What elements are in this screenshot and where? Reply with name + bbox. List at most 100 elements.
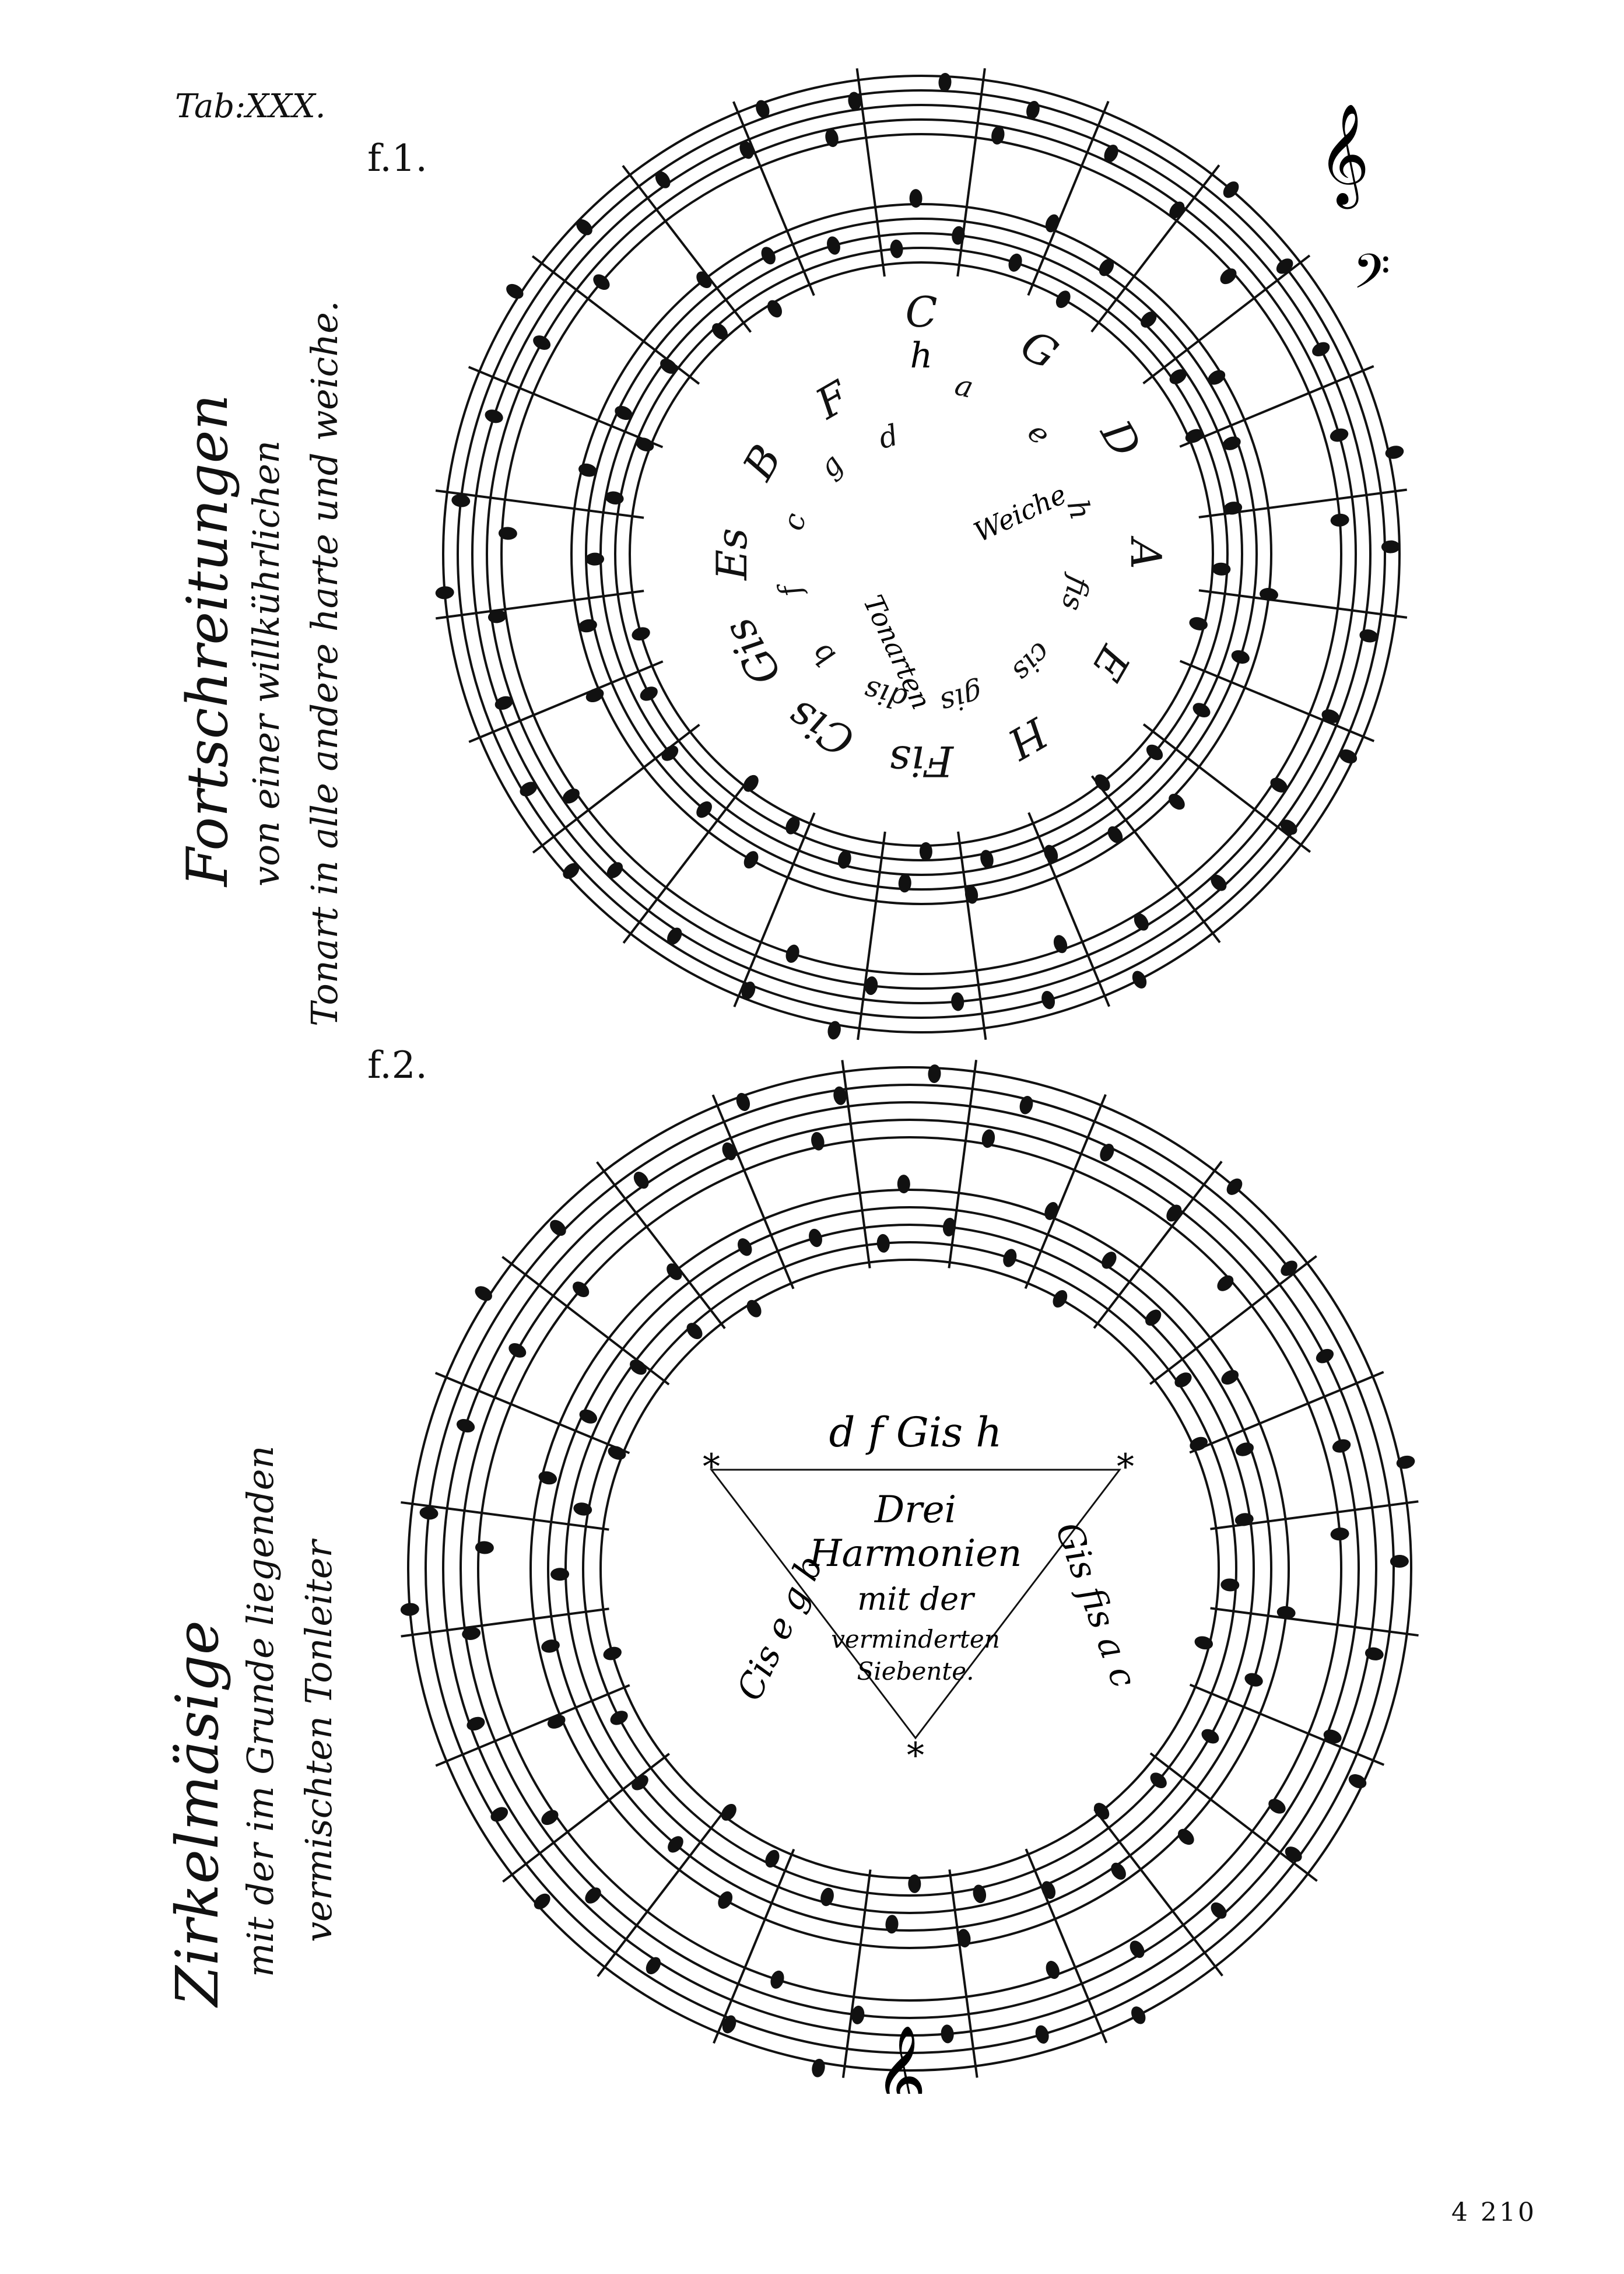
note-head <box>827 1021 841 1040</box>
note-head <box>1134 913 1149 931</box>
note-head <box>865 976 878 995</box>
note-head <box>610 1711 628 1725</box>
bar-line <box>468 366 664 449</box>
note-head <box>578 619 597 633</box>
note-head <box>1220 268 1237 285</box>
figure2-right-notes: Gis fis a c <box>1047 1517 1145 1693</box>
note-head <box>1041 1881 1056 1900</box>
staff-line <box>477 1136 1342 2002</box>
bar-line <box>597 1809 727 1977</box>
bar-line <box>622 164 752 333</box>
note-head <box>1145 1309 1162 1326</box>
bar-line <box>1189 1683 1385 1766</box>
plate-label: Tab:XXX. <box>175 87 326 125</box>
note-head <box>573 1502 592 1516</box>
bar-line <box>1142 254 1311 385</box>
note-head <box>1131 2006 1146 2024</box>
bar-line <box>948 1060 978 1269</box>
note-head <box>1146 744 1163 761</box>
note-head <box>633 1171 649 1189</box>
note-head <box>1220 1578 1240 1592</box>
bar-line <box>596 1161 726 1329</box>
minor-key-label: gis <box>936 677 987 721</box>
bar-line <box>468 660 664 743</box>
title-fortschreitungen: Fortschreitungen <box>175 394 240 887</box>
figure1-notes <box>435 73 1404 1040</box>
note-head <box>508 1343 527 1358</box>
note-head <box>739 141 754 159</box>
note-head <box>722 2015 736 2034</box>
staff-line <box>486 118 1357 990</box>
note-head <box>1330 1527 1349 1541</box>
star-icon: * <box>1117 1446 1134 1487</box>
note-head <box>1099 258 1114 276</box>
minor-key-label: f <box>771 577 809 603</box>
staff-line <box>471 104 1372 1004</box>
note-head <box>825 128 839 148</box>
figure1-center-h: h <box>910 335 933 376</box>
note-head <box>696 801 712 818</box>
note-head <box>980 850 994 868</box>
note-head <box>494 696 513 710</box>
note-head <box>400 1603 419 1616</box>
note-head <box>1100 1143 1114 1162</box>
note-head <box>1332 1439 1351 1453</box>
note-head <box>534 1893 550 1909</box>
note-head <box>1365 1647 1384 1660</box>
note-head <box>541 1639 560 1653</box>
bar-line <box>1179 365 1374 448</box>
note-head <box>1150 1772 1167 1789</box>
note-head <box>833 1086 847 1105</box>
staff-line <box>529 1189 1290 1949</box>
note-head <box>908 1874 921 1893</box>
note-head <box>630 1360 647 1375</box>
minor-key-label: cis <box>1005 636 1058 688</box>
note-head <box>1396 1455 1415 1469</box>
note-head <box>957 1929 971 1948</box>
note-head <box>1093 1803 1110 1820</box>
note-head <box>1223 181 1239 198</box>
note-head <box>660 358 677 374</box>
note-head <box>606 862 623 878</box>
note-head <box>1280 819 1297 835</box>
figure1-staff-rings <box>442 75 1401 1033</box>
bass-clef-icon: 𝄢 <box>1353 243 1390 311</box>
note-head <box>952 226 965 245</box>
note-head <box>1231 650 1250 664</box>
note-head <box>585 1887 601 1904</box>
note-head <box>1390 1555 1409 1568</box>
hard-key-label: F <box>806 370 859 429</box>
note-head <box>736 1092 750 1111</box>
note-head <box>1041 990 1055 1010</box>
note-head <box>1111 1862 1126 1880</box>
staff-line <box>564 1224 1255 1914</box>
note-head <box>1381 540 1400 553</box>
note-head <box>462 1627 481 1640</box>
note-head <box>1192 703 1211 717</box>
note-head <box>668 1836 683 1853</box>
note-head <box>1348 1774 1367 1789</box>
triangle-line-5: Siebente. <box>857 1657 974 1686</box>
bar-line <box>401 1501 609 1531</box>
note-head <box>603 1646 622 1660</box>
figure1-label: f.1. <box>367 137 427 180</box>
figure1-center-word-1: Weiche <box>969 478 1071 548</box>
note-head <box>1323 1729 1342 1744</box>
note-head <box>848 92 861 111</box>
note-head <box>632 1775 648 1791</box>
note-head <box>738 1238 752 1256</box>
bar-line <box>435 489 644 519</box>
note-head <box>1201 1729 1219 1744</box>
hard-key-label: D <box>1090 411 1151 466</box>
note-head <box>890 239 903 258</box>
plate-number: 4 210 <box>1451 2198 1537 2227</box>
note-head <box>951 992 964 1011</box>
star-icon: * <box>907 1735 924 1776</box>
staff-line <box>442 1101 1377 2037</box>
staff-line <box>407 1066 1412 2072</box>
bar-line <box>855 68 886 277</box>
bar-line <box>434 1372 630 1455</box>
note-head <box>1132 970 1147 989</box>
bar-line <box>1090 164 1220 333</box>
note-head <box>451 494 471 507</box>
